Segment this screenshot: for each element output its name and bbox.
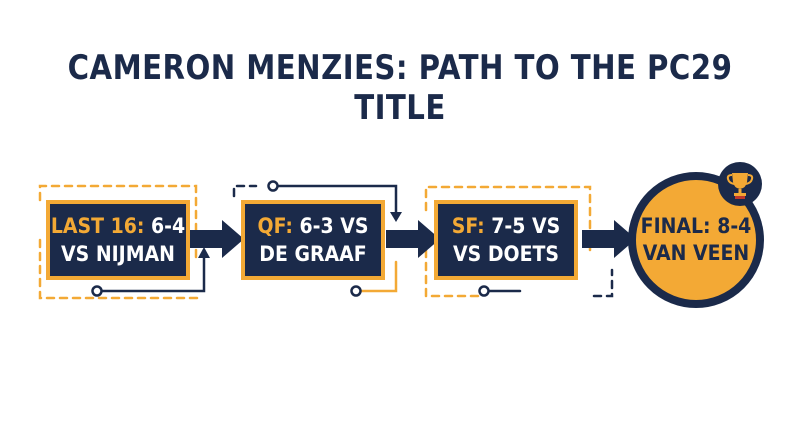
final-opponent: VAN VEEN	[642, 241, 750, 265]
stage-score: 6-4	[144, 214, 186, 238]
arrow-up-icon	[198, 247, 210, 258]
arrow-down-icon	[390, 212, 402, 222]
trophy-icon	[718, 162, 762, 206]
arrow-right-icon	[386, 220, 440, 258]
stage-quarter-final: QF: 6-3 VS DE GRAAF	[241, 200, 385, 280]
stage-opponent: VS NIJMAN	[61, 242, 175, 266]
stage-round-label: LAST 16:	[50, 214, 145, 238]
stage-round-label: QF:	[257, 214, 293, 238]
final-result: FINAL: 8-4	[640, 214, 752, 238]
stage-opponent: VS DOETS	[453, 242, 559, 266]
stage-opponent: DE GRAAF	[259, 242, 367, 266]
arrow-right-icon	[190, 220, 244, 258]
stage-score: 6-3 VS	[292, 214, 369, 238]
page-title: CAMERON MENZIES: PATH TO THE PC29 TITLE	[67, 48, 733, 128]
arrow-right-icon	[582, 220, 636, 258]
stage-round-label: SF:	[451, 214, 485, 238]
stage-semi-final: SF: 7-5 VS VS DOETS	[434, 200, 578, 280]
stage-score: 7-5 VS	[484, 214, 561, 238]
stage-last-16: LAST 16: 6-4 VS NIJMAN	[46, 200, 190, 280]
